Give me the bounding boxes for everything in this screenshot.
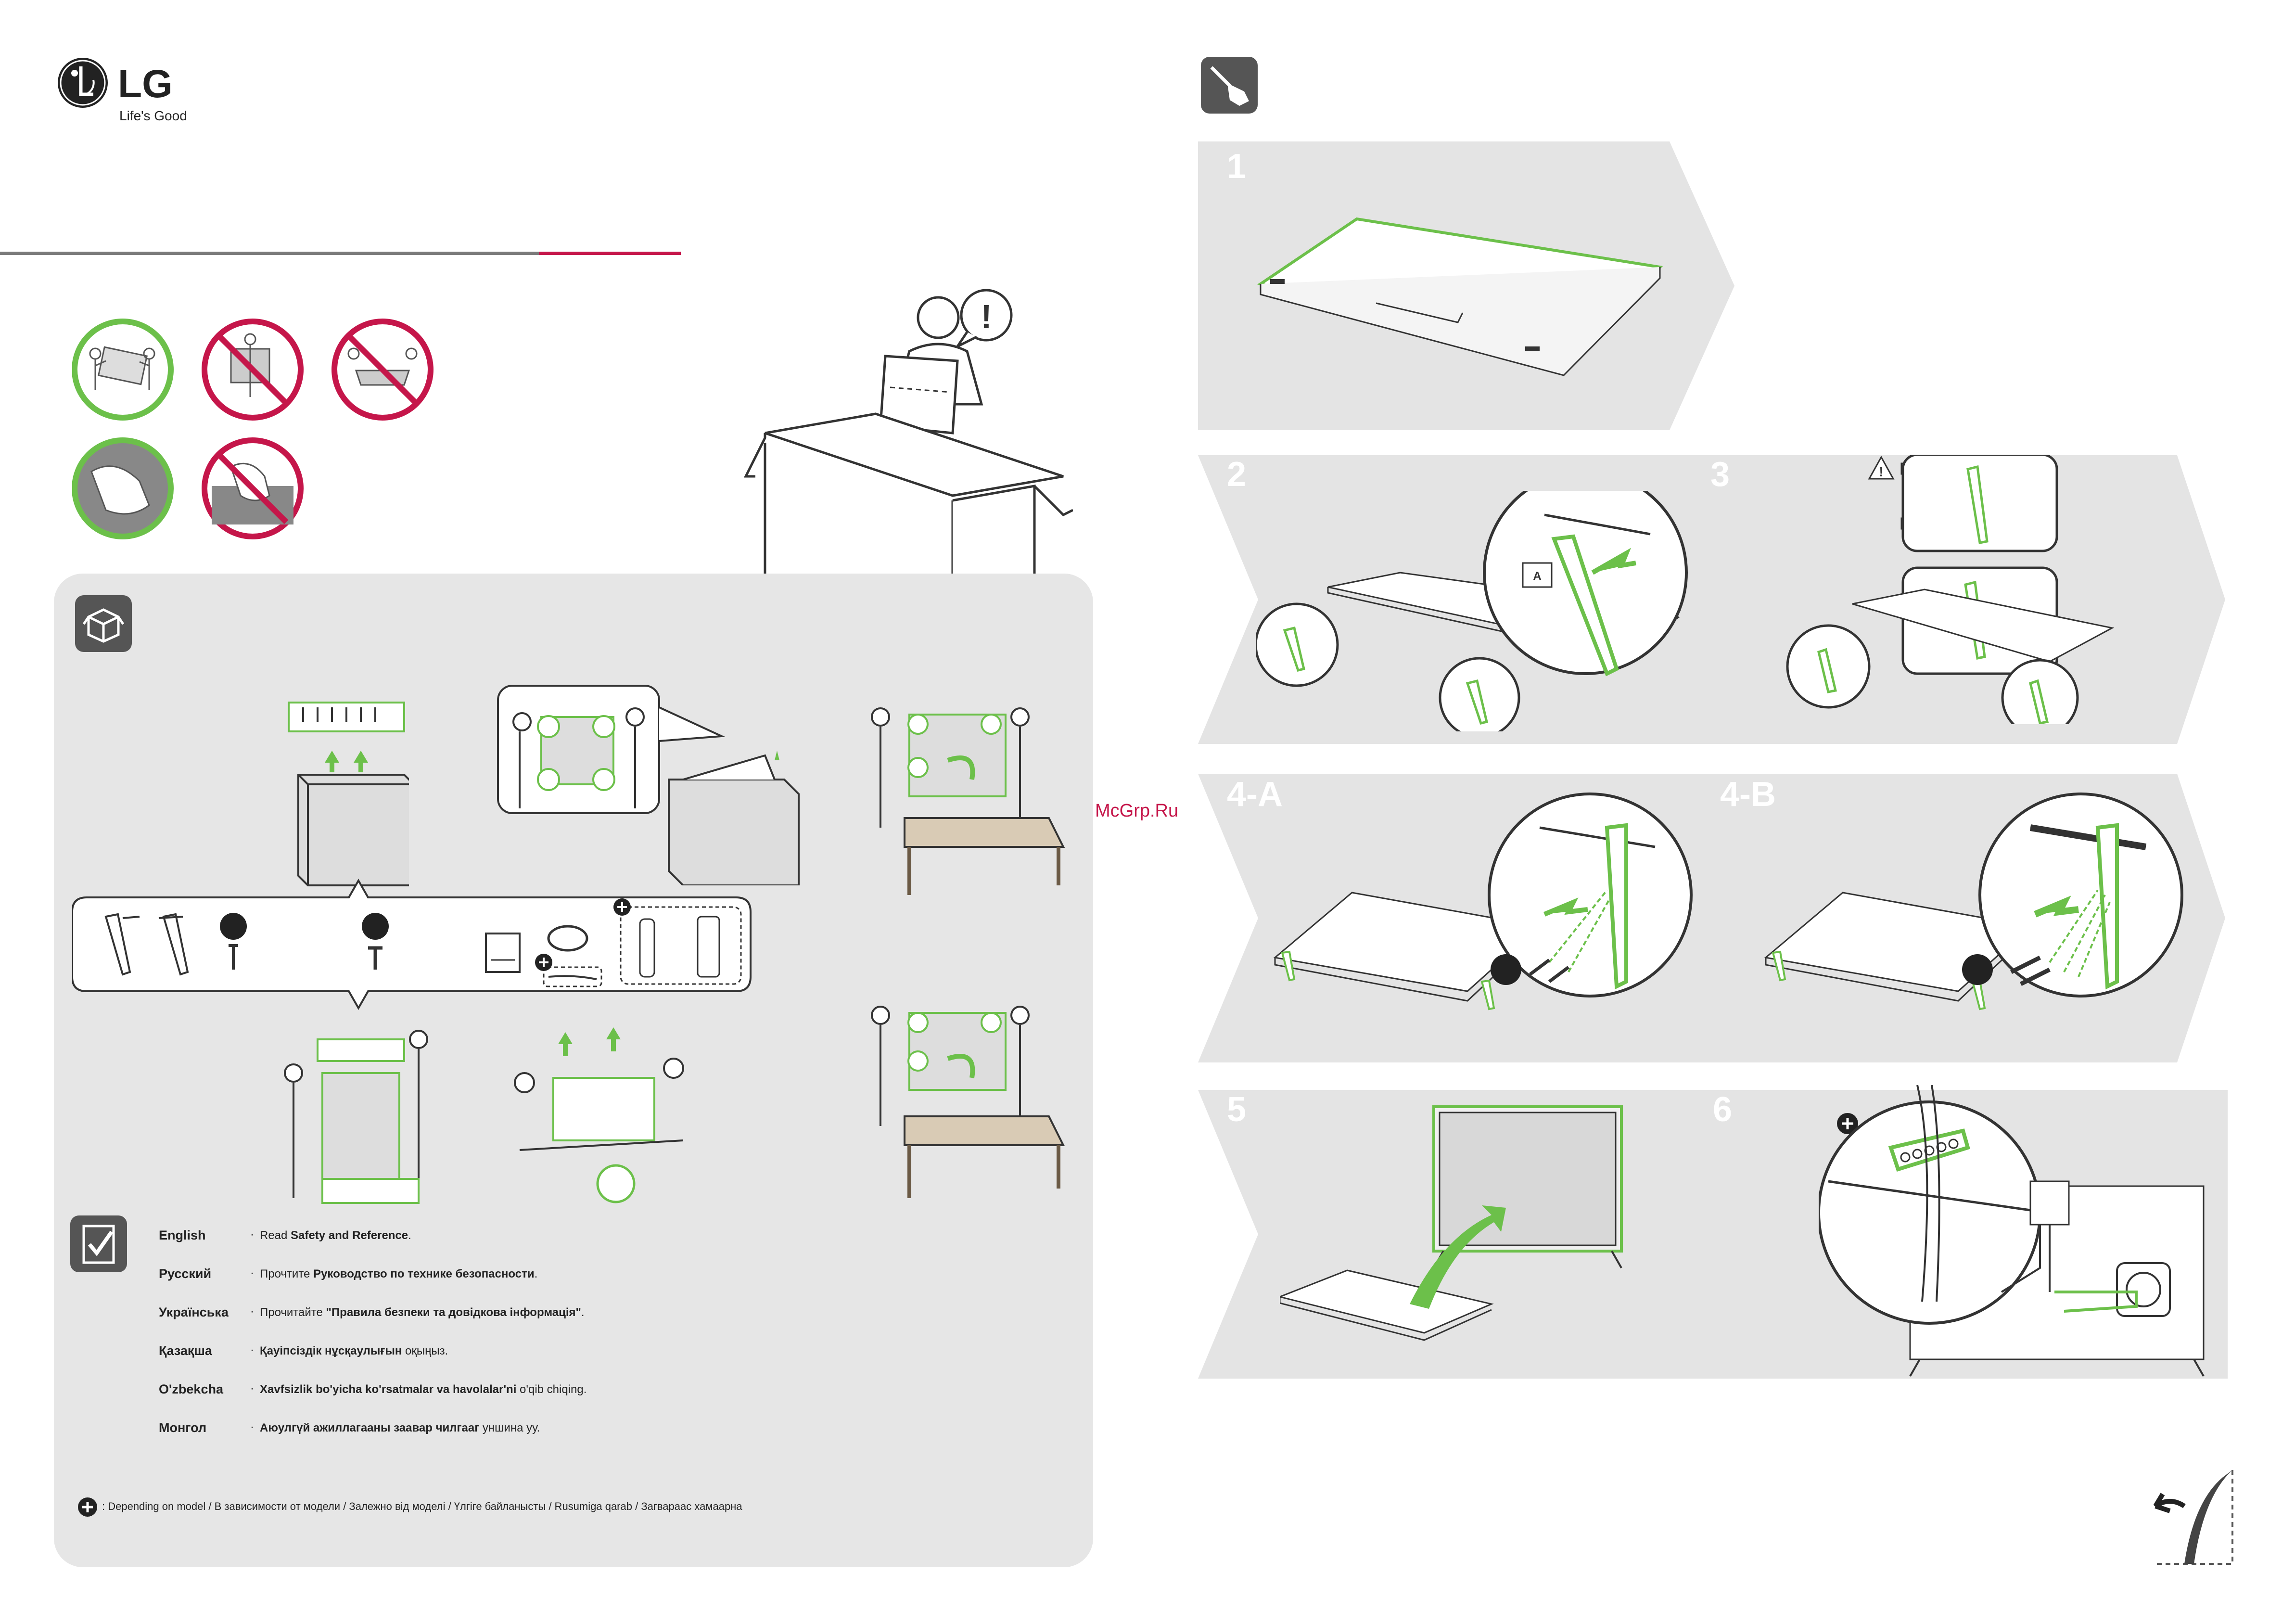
caution-bubble [960, 289, 1013, 342]
unpack-step-remove-packing-illustration [279, 1025, 433, 1208]
handling-ok-icon [72, 319, 174, 421]
unpack-step-place-on-table-illustration [861, 1001, 1073, 1203]
plus-icon [613, 898, 631, 916]
safety-instructions-list: English · Read Safety and Reference. Рус… [159, 1228, 784, 1459]
svg-text:!: ! [1879, 464, 1883, 479]
step-number: 1 [1227, 147, 1246, 186]
plus-icon [77, 1496, 98, 1518]
step-5-stand-tv-upright-illustration [1280, 1102, 1645, 1371]
step-2-attach-stand-illustration: A [1256, 491, 1698, 731]
header-rule [0, 252, 539, 255]
step-6-cable-management-illustration [1819, 1085, 2218, 1383]
handling-ok-icon [72, 437, 174, 539]
language-instruction: Xavfsizlik bo'yicha ko'rsatmalar va havo… [260, 1383, 587, 1396]
box-icon [75, 595, 132, 652]
step-1-tv-face-down-illustration [1256, 207, 1670, 380]
unpack-step-detail-illustration [496, 683, 803, 885]
step-number: 4-B [1720, 775, 1776, 814]
language-row: English · Read Safety and Reference. [159, 1228, 411, 1242]
unpack-step-lift-tv-illustration [510, 1025, 693, 1208]
components-panel [72, 861, 760, 1015]
step-number: 4-A [1227, 775, 1283, 814]
header-rule-accent [539, 252, 681, 255]
step-number: 5 [1227, 1090, 1246, 1129]
language-row: Қазақша · Қауіпсіздік нұсқаулығын оқыңыз… [159, 1343, 448, 1358]
language-instruction: Аюулгүй ажиллагааны заавар чилгааг уншин… [260, 1421, 540, 1434]
watermark: McGrp.Ru [1095, 801, 1179, 821]
language-row: Монгол · Аюулгүй ажиллагааны заавар чилг… [159, 1420, 540, 1435]
language-name: English [159, 1228, 206, 1242]
warning-icon: ! [1868, 455, 1895, 480]
plus-icon [535, 954, 552, 971]
language-instruction: Прочитайте "Правила безпеки та довідкова… [260, 1306, 585, 1319]
language-instruction: Прочтите Руководство по технике безопасн… [260, 1267, 538, 1280]
checklist-icon [70, 1215, 127, 1272]
language-name: Қазақша [159, 1343, 212, 1358]
screwdriver-icon [1201, 57, 1258, 114]
brand-name: LG [118, 62, 173, 106]
handling-guidelines [72, 313, 447, 544]
handling-prohibited-icon [202, 319, 304, 421]
step-4a-screw-stand-illustration [1261, 789, 1694, 1059]
handling-prohibited-icon [202, 437, 304, 539]
step-number: 6 [1713, 1090, 1732, 1129]
language-row: Українська · Прочитайте "Правила безпеки… [159, 1305, 585, 1319]
step-3-stand-lock-illustration: ! [1780, 455, 2122, 724]
handling-prohibited-icon [332, 319, 434, 421]
svg-text:!: ! [981, 298, 992, 335]
lg-logo: LG Life's Good [53, 53, 226, 130]
language-name: Русский [159, 1266, 212, 1281]
step-number: 2 [1227, 455, 1246, 494]
page-turn-icon [2151, 1468, 2242, 1569]
step-number: 3 [1710, 455, 1730, 494]
unpack-step-lift-cover-illustration [284, 688, 409, 890]
language-name: O'zbekcha [159, 1382, 223, 1396]
plus-icon [1837, 1113, 1858, 1134]
step-4b-screw-stand-illustration [1751, 789, 2184, 1059]
language-instruction: Қауіпсіздік нұсқаулығын оқыңыз. [260, 1344, 448, 1357]
brand-tagline: Life's Good [119, 108, 187, 123]
language-name: Монгол [159, 1420, 207, 1435]
unpack-step-place-on-table-illustration [861, 707, 1073, 900]
language-instruction: Read Safety and Reference. [260, 1229, 411, 1242]
language-row: O'zbekcha · Xavfsizlik bo'yicha ko'rsatm… [159, 1382, 587, 1396]
language-row: Русский · Прочтите Руководство по техник… [159, 1266, 538, 1281]
stand-tag-label: A [1533, 570, 1541, 583]
model-dependency-footnote: : Depending on model / В зависимости от … [102, 1500, 742, 1512]
language-name: Українська [159, 1305, 229, 1319]
